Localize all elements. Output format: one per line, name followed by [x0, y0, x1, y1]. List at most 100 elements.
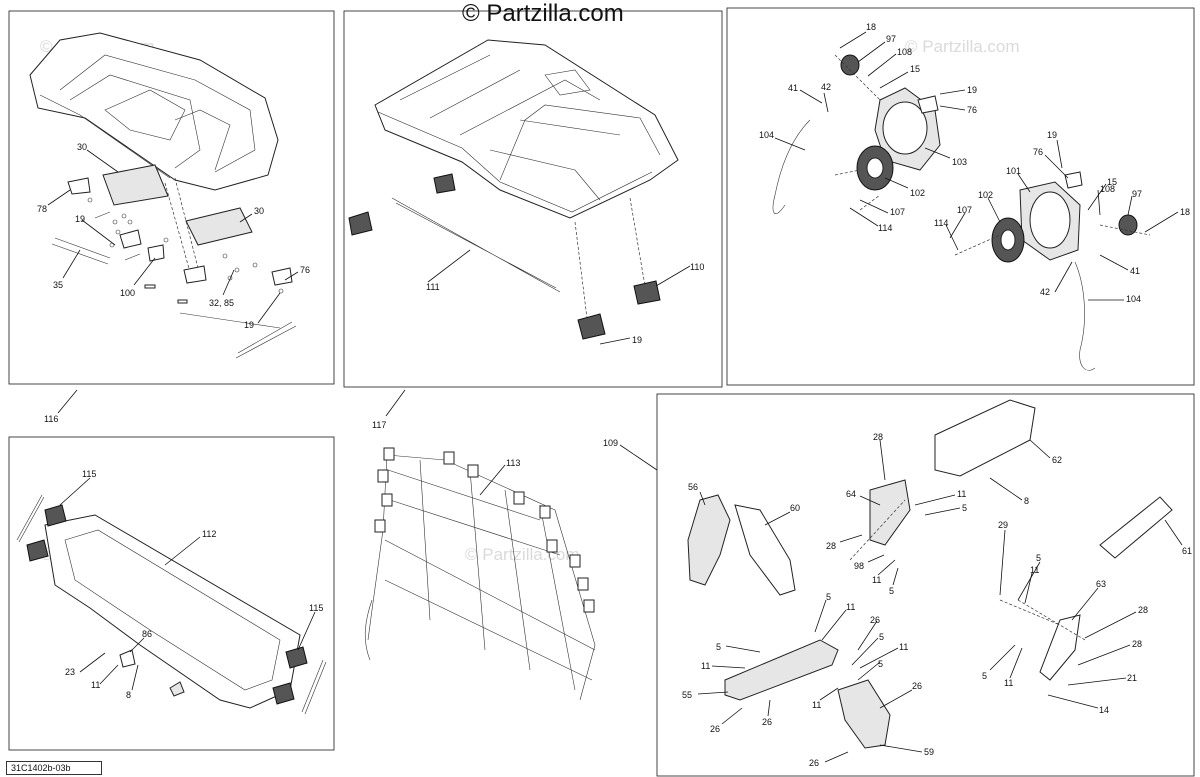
callout-14: 14: [1099, 705, 1109, 715]
callout-102: 102: [910, 188, 925, 198]
watermark: © Partzilla.com: [905, 37, 1020, 56]
callout-100: 100: [120, 288, 135, 298]
bracket: [183, 265, 207, 284]
callout-5: 5: [982, 671, 987, 681]
callout-116: 116: [44, 414, 58, 424]
callout-107: 107: [957, 205, 972, 215]
callout-76: 76: [300, 265, 310, 275]
clip: [169, 681, 185, 697]
callout-28: 28: [826, 541, 836, 551]
callout-23: 23: [65, 667, 75, 677]
callout-26: 26: [710, 724, 720, 734]
callout-8: 8: [126, 690, 131, 700]
handle: [433, 173, 456, 194]
callout-76: 76: [1033, 147, 1043, 157]
callout-32-85: 32, 85: [209, 298, 234, 308]
callout-11: 11: [1004, 678, 1013, 688]
callout-11: 11: [899, 642, 908, 652]
callout-19: 19: [967, 85, 977, 95]
callout-62: 62: [1052, 455, 1062, 465]
callout-5: 5: [826, 592, 831, 602]
knob-115: [285, 646, 308, 669]
callout-15: 15: [910, 64, 920, 74]
knob: [26, 539, 49, 562]
callout-19: 19: [632, 335, 642, 345]
diagram-code: 31C1402b-03b: [6, 761, 102, 775]
callout-104: 104: [1126, 294, 1141, 304]
callout-5: 5: [878, 659, 883, 669]
callout-107: 107: [890, 207, 905, 217]
panel-roof-front: [8, 10, 335, 385]
seal: [179, 312, 297, 359]
trim-62: [934, 399, 1036, 477]
callout-56: 56: [688, 482, 698, 492]
callout-110: 110: [690, 262, 704, 272]
bracket-76: [271, 267, 293, 286]
callout-63: 63: [1096, 579, 1106, 589]
seal-111: [391, 197, 561, 293]
callout-18: 18: [866, 22, 876, 32]
callout-60: 60: [790, 503, 800, 513]
callout-109: 109: [603, 438, 618, 448]
callout-26: 26: [809, 758, 819, 768]
speaker-right-assembly: [991, 171, 1138, 263]
callout-11: 11: [957, 489, 966, 499]
panel-trim: [656, 393, 1195, 777]
callout-113: 113: [506, 458, 520, 468]
watermark: © Partzilla.com: [465, 545, 580, 564]
seal: [16, 494, 45, 543]
seal-35: [51, 237, 111, 265]
trim-56: [687, 494, 731, 586]
callout-35: 35: [53, 280, 63, 290]
callout-115: 115: [309, 603, 323, 613]
callout-11: 11: [846, 602, 855, 612]
callout-29: 29: [998, 520, 1008, 530]
knob-115: [44, 504, 67, 527]
callout-115: 115: [82, 469, 96, 479]
callout-15: 15: [1107, 177, 1117, 187]
callout-5: 5: [889, 586, 894, 596]
callout-114: 114: [934, 218, 948, 228]
callout-8: 8: [1024, 496, 1029, 506]
knob: [272, 682, 295, 705]
callout-19: 19: [244, 320, 254, 330]
trim-61: [1099, 496, 1173, 559]
bracket-78: [67, 177, 91, 195]
windshield-112: [44, 514, 301, 709]
callout-102: 102: [978, 190, 993, 200]
front-roof-assembly: [29, 32, 279, 191]
panel-30b: [185, 207, 253, 246]
latch-86: [119, 649, 136, 668]
callout-108: 108: [1100, 184, 1115, 194]
callout-5: 5: [716, 642, 721, 652]
callout-78: 78: [37, 204, 47, 214]
callout-97: 97: [886, 34, 896, 44]
callout-30: 30: [77, 142, 87, 152]
callout-5: 5: [1036, 553, 1041, 563]
panel-roof-rear: [343, 10, 723, 388]
wire-104: [1074, 261, 1096, 371]
clip-100: [147, 244, 165, 262]
handle: [577, 313, 606, 340]
callout-104: 104: [759, 130, 774, 140]
callout-11: 11: [1030, 565, 1039, 575]
callout-114: 114: [878, 223, 892, 233]
trim-60: [734, 504, 796, 596]
callout-26: 26: [762, 717, 772, 727]
callout-19: 19: [1047, 130, 1057, 140]
callout-26: 26: [870, 615, 880, 625]
callout-111: 111: [426, 282, 440, 292]
callout-117: 117: [372, 420, 386, 430]
rear-roof-assembly: [374, 39, 679, 219]
callout-64: 64: [846, 489, 856, 499]
callout-97: 97: [1132, 189, 1142, 199]
callout-30: 30: [254, 206, 264, 216]
callout-5: 5: [879, 632, 884, 642]
callout-19: 19: [75, 214, 85, 224]
callout-21: 21: [1127, 673, 1137, 683]
callout-41: 41: [1130, 266, 1140, 276]
callout-11: 11: [872, 575, 881, 585]
callout-55: 55: [682, 690, 692, 700]
